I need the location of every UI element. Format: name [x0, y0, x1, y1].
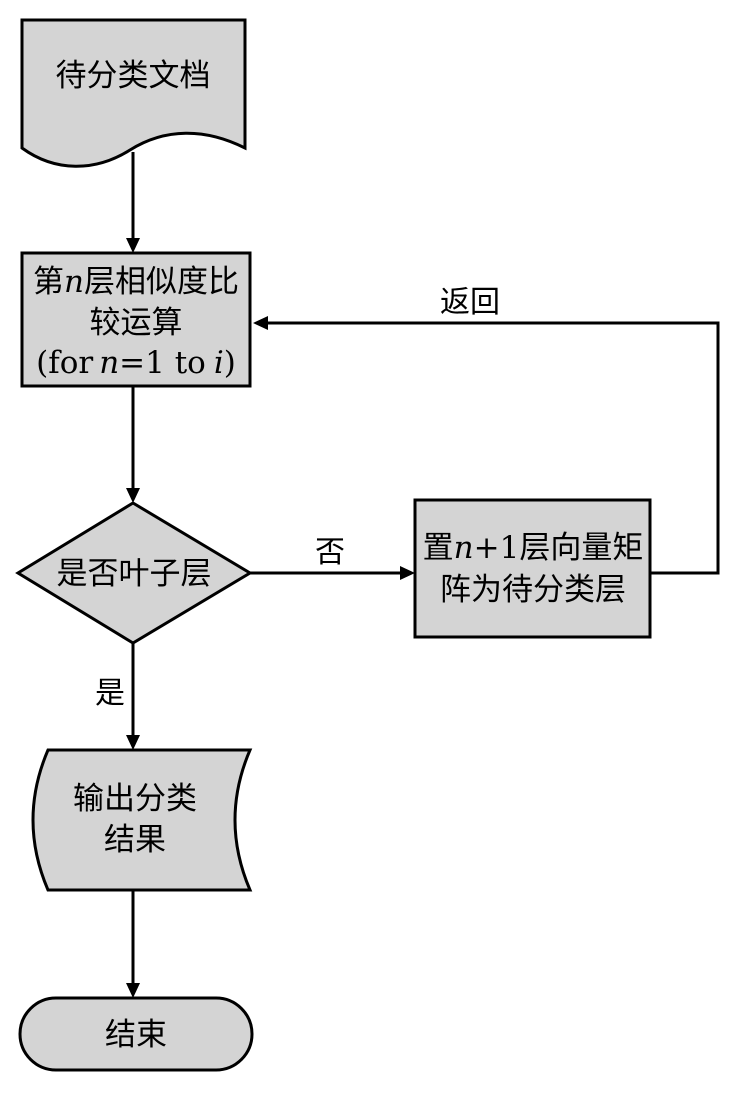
arrowhead: [126, 735, 140, 750]
node-decision-label: 是否叶子层: [57, 556, 212, 592]
node-set-layer: 置n+1层向量矩 阵为待分类层: [413, 498, 652, 639]
document-shape: [20, 18, 247, 168]
process-box: [413, 498, 652, 639]
edge-compare-to-decision: [126, 386, 140, 503]
node-end: 结束: [18, 996, 254, 1072]
arrowhead: [400, 566, 415, 580]
process-box: [20, 251, 252, 388]
node-set-layer-line2: 阵为待分类层: [440, 572, 626, 608]
arrowhead: [126, 238, 140, 253]
node-set-layer-line1: 置n+1层向量矩: [423, 530, 644, 566]
connector-line: [266, 321, 720, 575]
node-output-line1: 输出分类: [73, 781, 197, 817]
edge-start-to-compare: [126, 152, 140, 253]
edge-decision-to-set-layer: 否: [250, 535, 415, 580]
arrowhead: [126, 983, 140, 998]
node-start: 待分类文档: [20, 18, 247, 168]
node-start-label: 待分类文档: [56, 58, 211, 94]
node-compare-line1: 第n层相似度比: [33, 264, 239, 300]
arrowhead: [253, 316, 268, 330]
node-compare-line2: 较运算: [90, 305, 183, 341]
edge-output-to-end: [126, 890, 140, 998]
node-output-line2: 结果: [104, 822, 166, 858]
node-end-label: 结束: [105, 1017, 167, 1053]
arrowhead: [126, 488, 140, 503]
edge-yes-label: 是: [95, 676, 125, 711]
edge-no-label: 否: [315, 535, 345, 570]
edge-set-layer-back-to-compare: 返回: [253, 285, 720, 575]
node-output: 输出分类 结果: [31, 748, 253, 892]
edge-back-label: 返回: [440, 285, 500, 320]
terminator-shape: [18, 996, 254, 1072]
stored-data-shape: [31, 748, 253, 892]
node-decision: 是否叶子层: [15, 501, 253, 645]
edge-decision-to-output: 是: [95, 643, 140, 750]
